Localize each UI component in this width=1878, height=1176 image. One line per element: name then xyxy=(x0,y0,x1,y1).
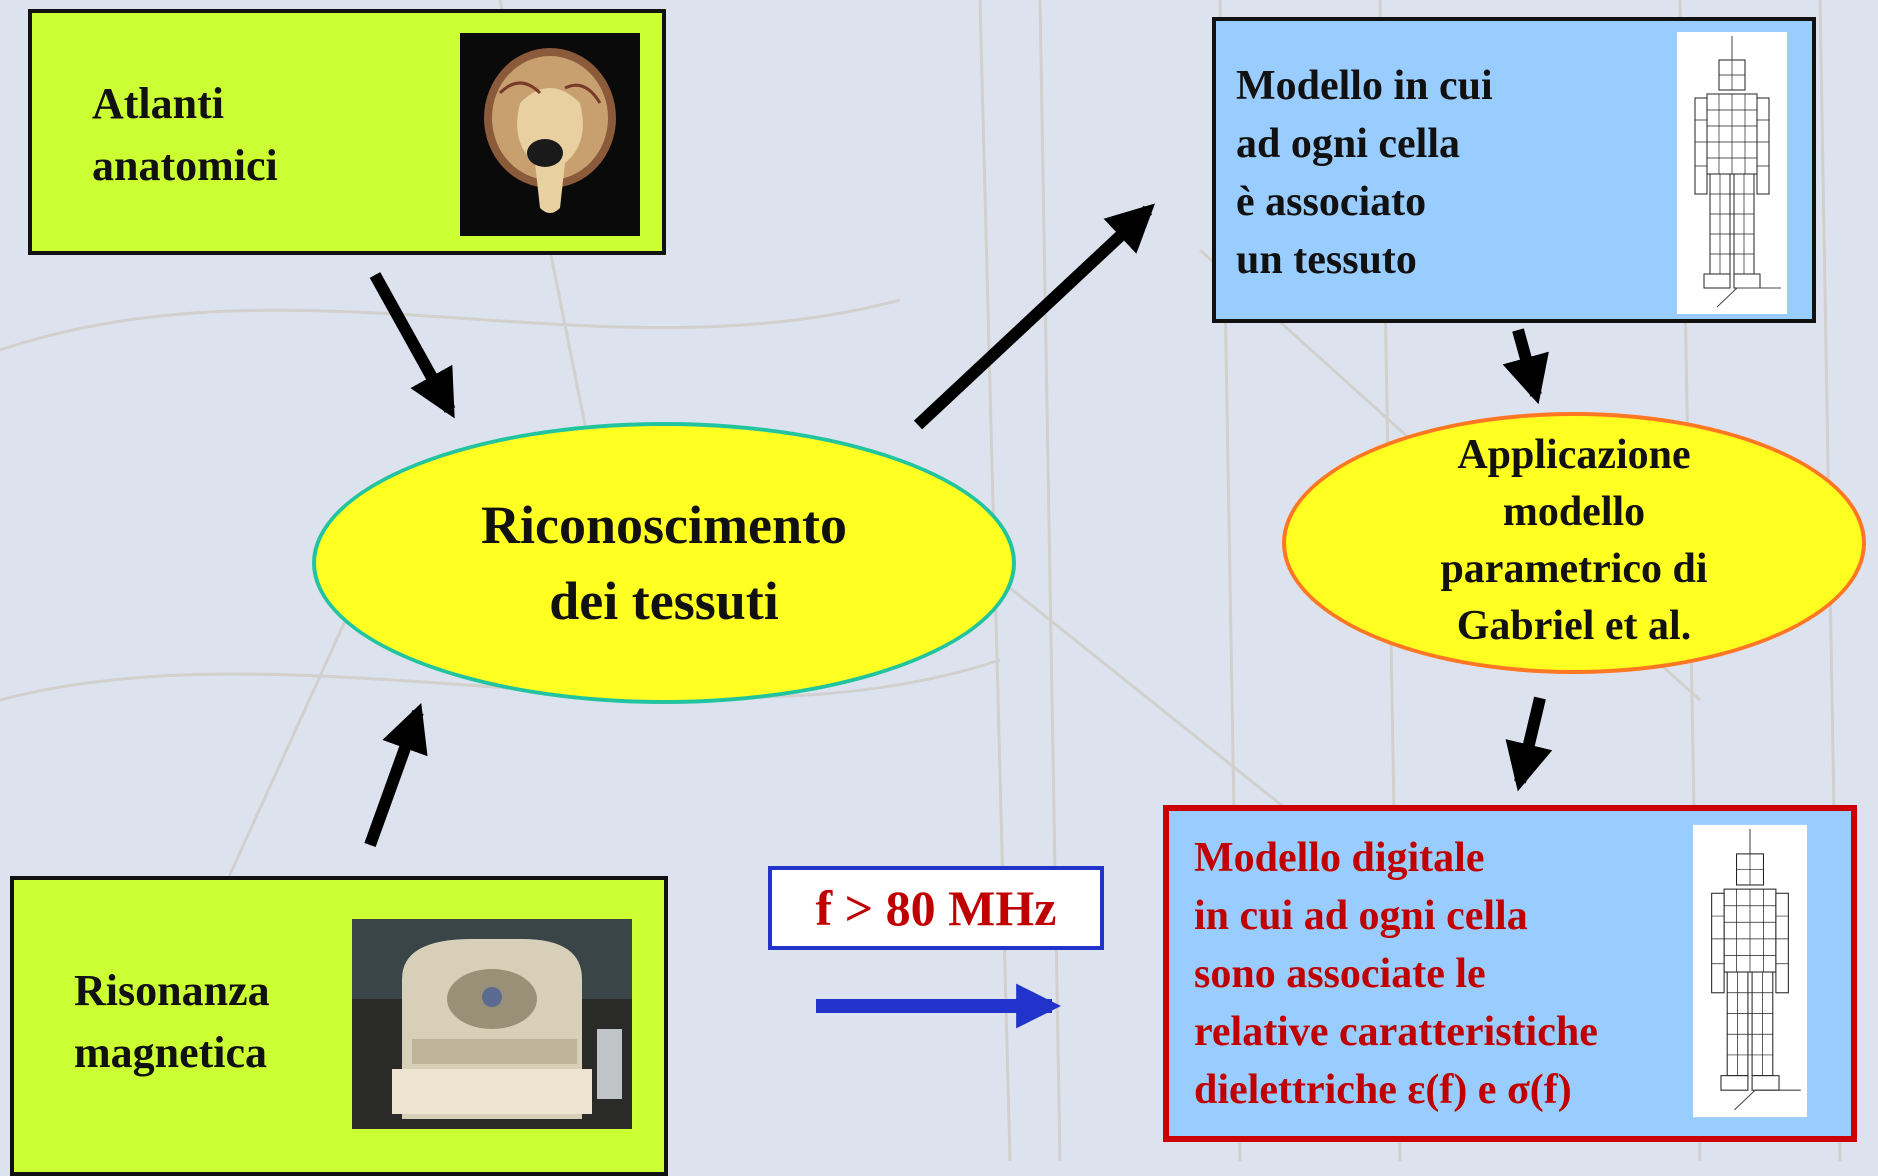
arrow-risonanza-to-riconoscimento xyxy=(364,702,428,848)
risonanza-magnetica-label: Risonanza magnetica xyxy=(74,960,270,1084)
applicazione-line-1: Applicazione xyxy=(1457,432,1691,478)
arrow-applicazione-to-modello-digitale xyxy=(1505,696,1553,792)
applicazione-text: Applicazione modello parametrico di Gabr… xyxy=(1440,427,1707,655)
modello-digitale-line-2: in cui ad ogni cella xyxy=(1194,893,1528,939)
atlanti-anatomici-label: Atlanti anatomici xyxy=(92,73,278,197)
modello-tessuto-line-3: è associato xyxy=(1236,179,1427,225)
frequency-label: f > 80 MHz xyxy=(815,880,1057,936)
applicazione-line-2: modello xyxy=(1502,489,1646,535)
arrow-modello-to-applicazione xyxy=(1502,328,1549,405)
applicazione-line-3: parametrico di xyxy=(1440,546,1708,592)
modello-tessuto-line-1: Modello in cui xyxy=(1236,63,1493,109)
modello-tessuto-line-2: ad ogni cella xyxy=(1236,121,1461,167)
modello-digitale-line-1: Modello digitale xyxy=(1194,835,1485,881)
modello-digitale-line-5: dielettriche ε(f) e σ(f) xyxy=(1194,1067,1572,1113)
modello-tessuto-line-4: un tessuto xyxy=(1236,237,1417,283)
risonanza-line-2: magnetica xyxy=(74,1028,268,1077)
applicazione-ellipse: Applicazione modello parametrico di Gabr… xyxy=(1282,412,1866,674)
mri-scanner-icon xyxy=(352,919,632,1129)
voxel-human-icon xyxy=(1677,32,1787,314)
riconoscimento-line-2: dei tessuti xyxy=(549,571,779,631)
arrow-atlanti-to-riconoscimento xyxy=(369,272,456,419)
arrow-riconoscimento-to-modello xyxy=(913,203,1156,430)
riconoscimento-line-1: Riconoscimento xyxy=(481,495,847,555)
risonanza-line-1: Risonanza xyxy=(74,966,270,1015)
applicazione-line-4: Gabriel et al. xyxy=(1456,603,1692,649)
riconoscimento-ellipse: Riconoscimento dei tessuti xyxy=(312,422,1016,704)
modello-digitale-line-4: relative caratteristiche xyxy=(1194,1009,1598,1055)
modello-digitale-label: Modello digitale in cui ad ogni cella so… xyxy=(1194,829,1598,1119)
atlanti-line-1: Atlanti xyxy=(92,79,224,128)
modello-tessuto-label: Modello in cui ad ogni cella è associato… xyxy=(1236,57,1493,289)
brain-scan-icon xyxy=(460,33,640,236)
riconoscimento-text: Riconoscimento dei tessuti xyxy=(481,487,847,639)
voxel-human-icon xyxy=(1693,824,1807,1118)
modello-digitale-line-3: sono associate le xyxy=(1194,951,1486,997)
frequency-label-box: f > 80 MHz xyxy=(768,866,1104,950)
atlanti-line-2: anatomici xyxy=(92,141,278,190)
